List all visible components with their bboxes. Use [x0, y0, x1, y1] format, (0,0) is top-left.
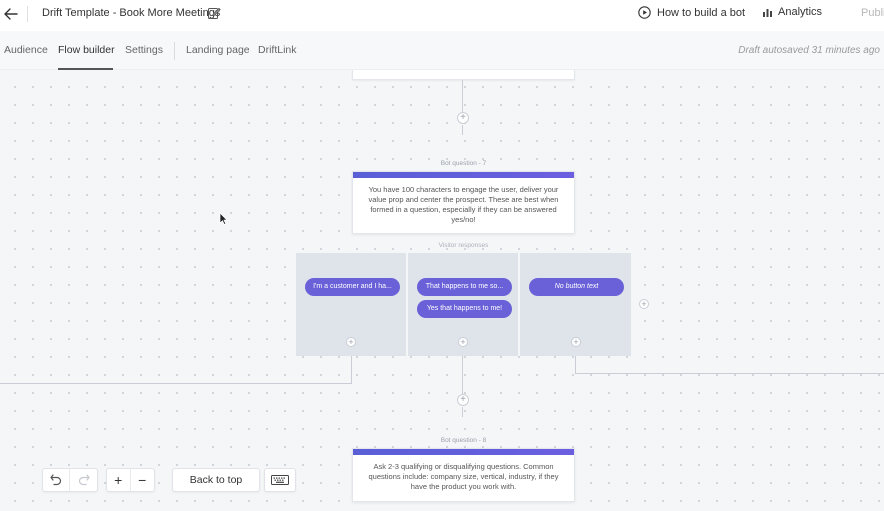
column-separator	[518, 253, 520, 356]
column-separator	[406, 253, 408, 356]
branch-line	[575, 373, 884, 374]
play-circle-icon	[638, 6, 651, 19]
keyboard-icon	[271, 475, 289, 485]
active-tab-underline	[58, 68, 113, 70]
response-button-customer[interactable]: I'm a customer and I ha...	[305, 278, 400, 296]
undo-button[interactable]	[43, 469, 71, 491]
analytics-link[interactable]: Analytics	[762, 6, 822, 18]
analytics-label: Analytics	[778, 6, 823, 18]
mouse-cursor-icon	[219, 212, 228, 225]
response-button-yes[interactable]: Yes that happens to me!	[417, 300, 512, 318]
redo-button[interactable]	[70, 469, 97, 491]
bar-chart-icon	[763, 8, 772, 17]
add-branch-button[interactable]: +	[571, 337, 581, 347]
add-node-button[interactable]: +	[457, 112, 469, 124]
bot-question-7-card[interactable]: You have 100 characters to engage the us…	[352, 171, 575, 234]
bot-question-8-card[interactable]: Ask 2-3 qualifying or disqualifying ques…	[352, 448, 575, 502]
tab-audience[interactable]: Audience	[4, 44, 48, 56]
autosave-status: Draft autosaved 31 minutes ago	[738, 45, 880, 56]
how-to-label: How to build a bot	[657, 6, 746, 19]
bot-title: Drift Template - Book More Meetings	[42, 7, 221, 19]
zoom-in-button[interactable]: +	[107, 469, 131, 491]
flow-canvas[interactable]: + Bot question - 7 You have 100 characte…	[0, 70, 884, 511]
branch-line	[351, 356, 352, 384]
tab-settings[interactable]: Settings	[125, 44, 163, 56]
add-branch-button[interactable]: +	[458, 337, 468, 347]
publish-button[interactable]: Publi	[861, 7, 884, 19]
connector-line	[462, 407, 463, 417]
how-to-build-a-bot-link[interactable]: How to build a bot	[638, 6, 745, 19]
visitor-responses-label: Visitor responses	[438, 242, 489, 249]
tab-landing-page[interactable]: Landing page	[186, 44, 250, 56]
redo-icon	[78, 474, 90, 486]
tab-driftlink[interactable]: DriftLink	[258, 44, 297, 56]
add-node-button[interactable]: +	[457, 394, 469, 406]
top-bar: Drift Template - Book More Meetings How …	[0, 0, 884, 30]
tab-bar: Audience Flow builder Settings Landing p…	[0, 31, 884, 70]
arrow-left-icon	[4, 8, 18, 20]
back-to-top-button[interactable]: Back to top	[172, 468, 260, 492]
card-accent-bar	[353, 449, 574, 455]
edit-title-button[interactable]	[207, 6, 221, 20]
zoom-group: + −	[106, 468, 155, 492]
tab-flow-builder[interactable]: Flow builder	[58, 44, 115, 56]
bot-question-7-label: Bot question - 7	[440, 160, 487, 167]
edit-icon	[208, 7, 221, 19]
response-button-that-happens[interactable]: That happens to me so...	[417, 278, 512, 296]
previous-node[interactable]	[352, 70, 575, 80]
tab-divider	[174, 42, 175, 60]
bot-question-7-text: You have 100 characters to engage the us…	[368, 185, 559, 224]
branch-line	[575, 356, 576, 374]
add-branch-button[interactable]: +	[346, 337, 356, 347]
connector-line	[462, 80, 463, 112]
connector-line	[462, 125, 463, 135]
bot-question-8-text: Ask 2-3 qualifying or disqualifying ques…	[368, 462, 559, 491]
top-divider	[27, 6, 28, 22]
undo-icon	[50, 474, 62, 486]
zoom-out-button[interactable]: −	[138, 472, 147, 488]
card-accent-bar	[353, 172, 574, 178]
response-button-no-text[interactable]: No button text	[529, 278, 624, 296]
bot-question-8-label: Bot question - 8	[440, 437, 487, 444]
undo-redo-group	[42, 468, 98, 492]
add-response-button[interactable]: +	[639, 299, 649, 309]
keyboard-shortcuts-button[interactable]	[264, 468, 296, 492]
branch-line	[0, 383, 352, 384]
connector-line	[462, 356, 463, 394]
back-button[interactable]	[2, 6, 20, 22]
